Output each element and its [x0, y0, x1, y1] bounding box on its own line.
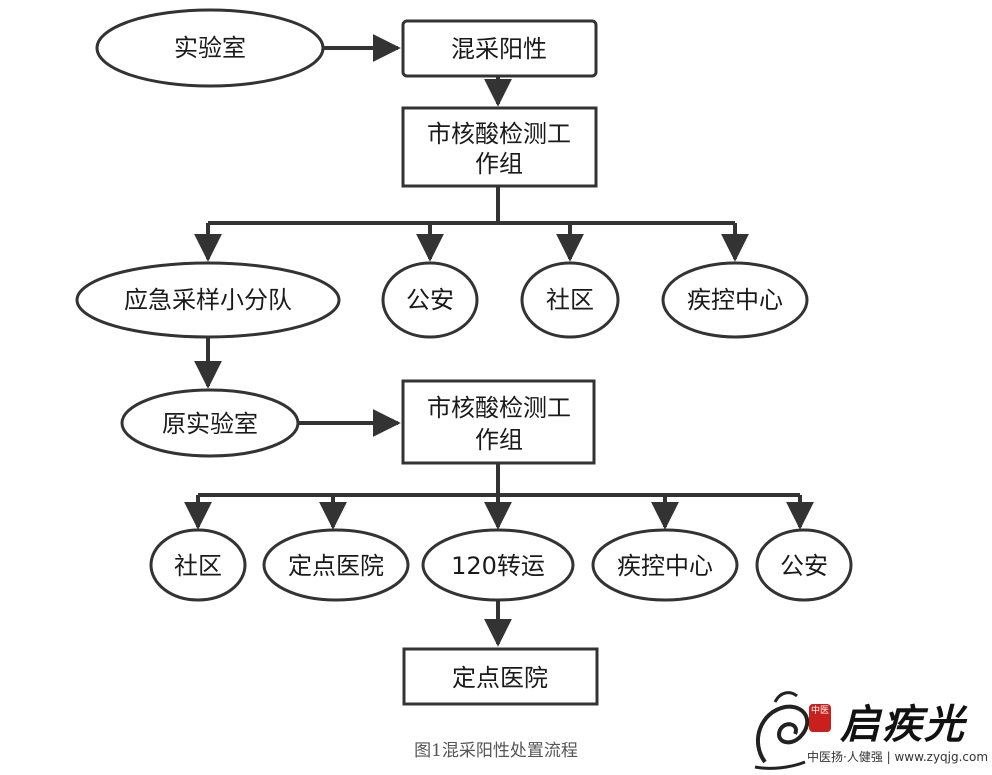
label-workgroup-2-line1: 市核酸检测工: [427, 394, 571, 422]
seal-icon: 中医: [809, 704, 831, 732]
label-police-1: 公安: [406, 286, 454, 314]
label-designated-hospital-2: 定点医院: [452, 664, 548, 692]
logo-tagline: 中医扬·人健强 | www.zyqjg.com: [807, 750, 989, 764]
node-community-2: [149, 528, 247, 602]
label-community-1: 社区: [546, 286, 594, 314]
node-workgroup-1: [401, 106, 598, 188]
watermark-logo: 中医 启疾光 中医扬·人健强 | www.zyqjg.com: [745, 682, 990, 774]
node-emergency-team: [75, 261, 341, 339]
label-community-2: 社区: [174, 552, 222, 580]
label-mixed-positive: 混采阳性: [451, 35, 547, 63]
node-120-transfer: [421, 528, 575, 602]
node-designated-hospital-1: [262, 528, 410, 602]
label-workgroup-1-line1: 市核酸检测工: [427, 120, 571, 148]
node-cdc-2: [591, 528, 739, 602]
label-120-transfer: 120转运: [451, 552, 545, 580]
figure-caption: 图1混采阳性处置流程: [414, 741, 578, 761]
label-emergency-team: 应急采样小分队: [124, 286, 292, 314]
label-workgroup-1-line2: 作组: [475, 150, 523, 178]
dragon-icon: [754, 691, 810, 770]
label-cdc-2: 疾控中心: [617, 552, 713, 580]
node-cdc-1: [661, 261, 809, 339]
node-community-1: [520, 261, 620, 339]
label-original-lab: 原实验室: [162, 410, 258, 438]
logo-text: 启疾光: [840, 701, 966, 748]
node-mixed-positive: [401, 19, 598, 78]
node-police-2: [755, 528, 853, 602]
label-cdc-1: 疾控中心: [687, 286, 783, 314]
label-police-2: 公安: [780, 552, 828, 580]
label-designated-hospital-1: 定点医院: [288, 552, 384, 580]
node-original-lab: [120, 388, 300, 458]
label-lab: 实验室: [174, 34, 246, 62]
node-designated-hospital-2: [402, 647, 599, 706]
label-workgroup-2-line2: 作组: [475, 426, 523, 454]
node-police-1: [381, 261, 479, 339]
node-lab: [95, 8, 325, 88]
node-workgroup-2: [401, 379, 596, 465]
